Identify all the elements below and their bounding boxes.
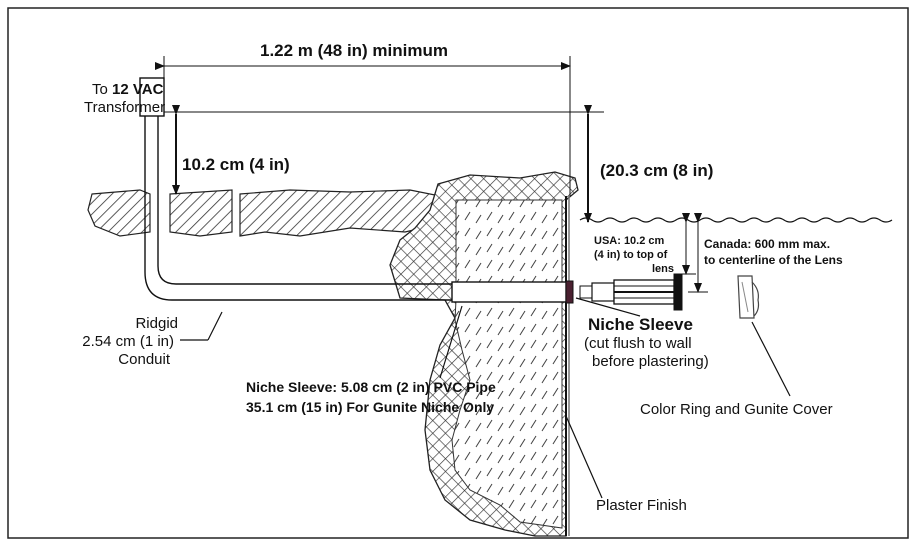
label-usa-1: USA: 10.2 cm [594,235,665,247]
label-niche-note-2: before plastering) [592,353,709,370]
sleeve-flange [565,280,574,304]
label-transformer-word: Transformer [84,99,165,116]
label-pvc-1: Niche Sleeve: 5.08 cm (2 in) PVC Pipe [246,379,496,395]
label-plaster: Plaster Finish [596,497,687,514]
label-canada-2: to centerline of the Lens [704,253,843,267]
label-conduit-2: 2.54 cm (1 in) [82,333,174,350]
label-transformer-line1: To 12 VAC [92,81,164,98]
label-conduit-3: Conduit [118,351,171,368]
label-usa-2: (4 in) to top of [594,249,668,261]
label-dim-conduit-depth: 10.2 cm (4 in) [182,155,290,174]
label-dim-horizontal: 1.22 m (48 in) minimum [260,41,448,60]
leader-pvc [439,305,463,379]
concrete-upper [455,199,563,283]
label-pvc-2: 35.1 cm (15 in) For Gunite Niche Only [246,399,494,415]
color-ring-cover [737,275,760,319]
ground-left [87,189,151,237]
label-transformer-voltage: 12 VAC [112,81,164,98]
transformer-box [139,77,165,117]
water-surface [579,217,893,223]
leader-conduit [207,311,223,341]
light-fixture [579,273,683,311]
label-color-ring: Color Ring and Gunite Cover [640,401,833,418]
ground-left-2 [169,189,233,237]
label-dim-water-depth: (20.3 cm (8 in) [600,161,713,180]
outer-frame [7,7,909,539]
concrete-lower [451,299,563,529]
leader-niche [575,297,641,317]
leader-plaster [565,415,603,499]
pvc-sleeve [451,281,567,303]
label-niche-note-1: (cut flush to wall [584,335,692,352]
label-transformer-to: To [92,81,108,98]
label-niche-title: Niche Sleeve [588,315,693,334]
ground-middle [239,189,441,237]
leader-color-ring [751,321,791,397]
label-conduit-1: Ridgid [135,315,178,332]
conduit-inner [157,114,452,285]
label-canada-1: Canada: 600 mm max. [704,237,830,251]
conduit-outer [144,114,452,301]
label-usa-3: lens [652,263,674,275]
